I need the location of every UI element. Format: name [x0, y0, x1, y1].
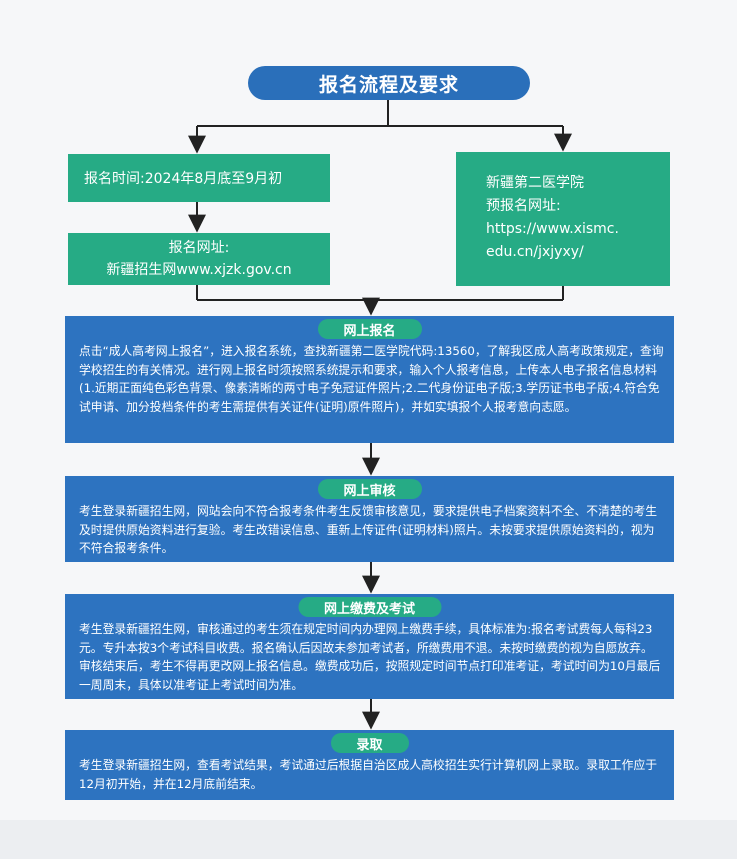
- section-body: 考生登录新疆招生网，网站会向不符合报考条件考生反馈审核意见，要求提供电子档案资料…: [79, 504, 658, 555]
- section-online-review: 网上审核 考生登录新疆招生网，网站会向不符合报考条件考生反馈审核意见，要求提供电…: [65, 476, 674, 562]
- section-heading: 录取: [330, 733, 409, 753]
- prereg-url-line1: https://www.xismc.: [486, 221, 619, 237]
- school-prereg-box: 新疆第二医学院 预报名网址: https://www.xismc. edu.cn…: [456, 152, 670, 286]
- site-label: 报名网址:: [168, 240, 230, 256]
- registration-time-box: 报名时间:2024年8月底至9月初: [68, 154, 330, 202]
- registration-time-text: 报名时间:2024年8月底至9月初: [84, 171, 283, 187]
- page-title: 报名流程及要求: [248, 66, 530, 100]
- section-heading: 网上缴费及考试: [297, 597, 442, 617]
- prereg-url-line2: edu.cn/jxjyxy/: [486, 244, 584, 260]
- bottom-band: [0, 820, 737, 859]
- section-heading: 网上报名: [317, 319, 422, 339]
- section-body: 考生登录新疆招生网，查看考试结果，考试通过后根据自治区成人高校招生实行计算机网上…: [79, 758, 658, 791]
- section-heading: 网上审核: [317, 479, 422, 499]
- prereg-label: 预报名网址:: [486, 198, 561, 214]
- section-body: 点击“成人高考网上报名”，进入报名系统，查找新疆第二医学院代码:13560，了解…: [79, 344, 664, 414]
- section-body: 考生登录新疆招生网，审核通过的考生须在规定时间内办理网上缴费手续，具体标准为:报…: [79, 622, 661, 692]
- school-name: 新疆第二医学院: [486, 175, 584, 191]
- section-online-registration: 网上报名 点击“成人高考网上报名”，进入报名系统，查找新疆第二医学院代码:135…: [65, 316, 674, 443]
- site-url: 新疆招生网www.xjzk.gov.cn: [106, 262, 292, 278]
- section-admission: 录取 考生登录新疆招生网，查看考试结果，考试通过后根据自治区成人高校招生实行计算…: [65, 730, 674, 800]
- registration-site-box: 报名网址: 新疆招生网www.xjzk.gov.cn: [68, 233, 330, 285]
- section-payment-exam: 网上缴费及考试 考生登录新疆招生网，审核通过的考生须在规定时间内办理网上缴费手续…: [65, 594, 674, 699]
